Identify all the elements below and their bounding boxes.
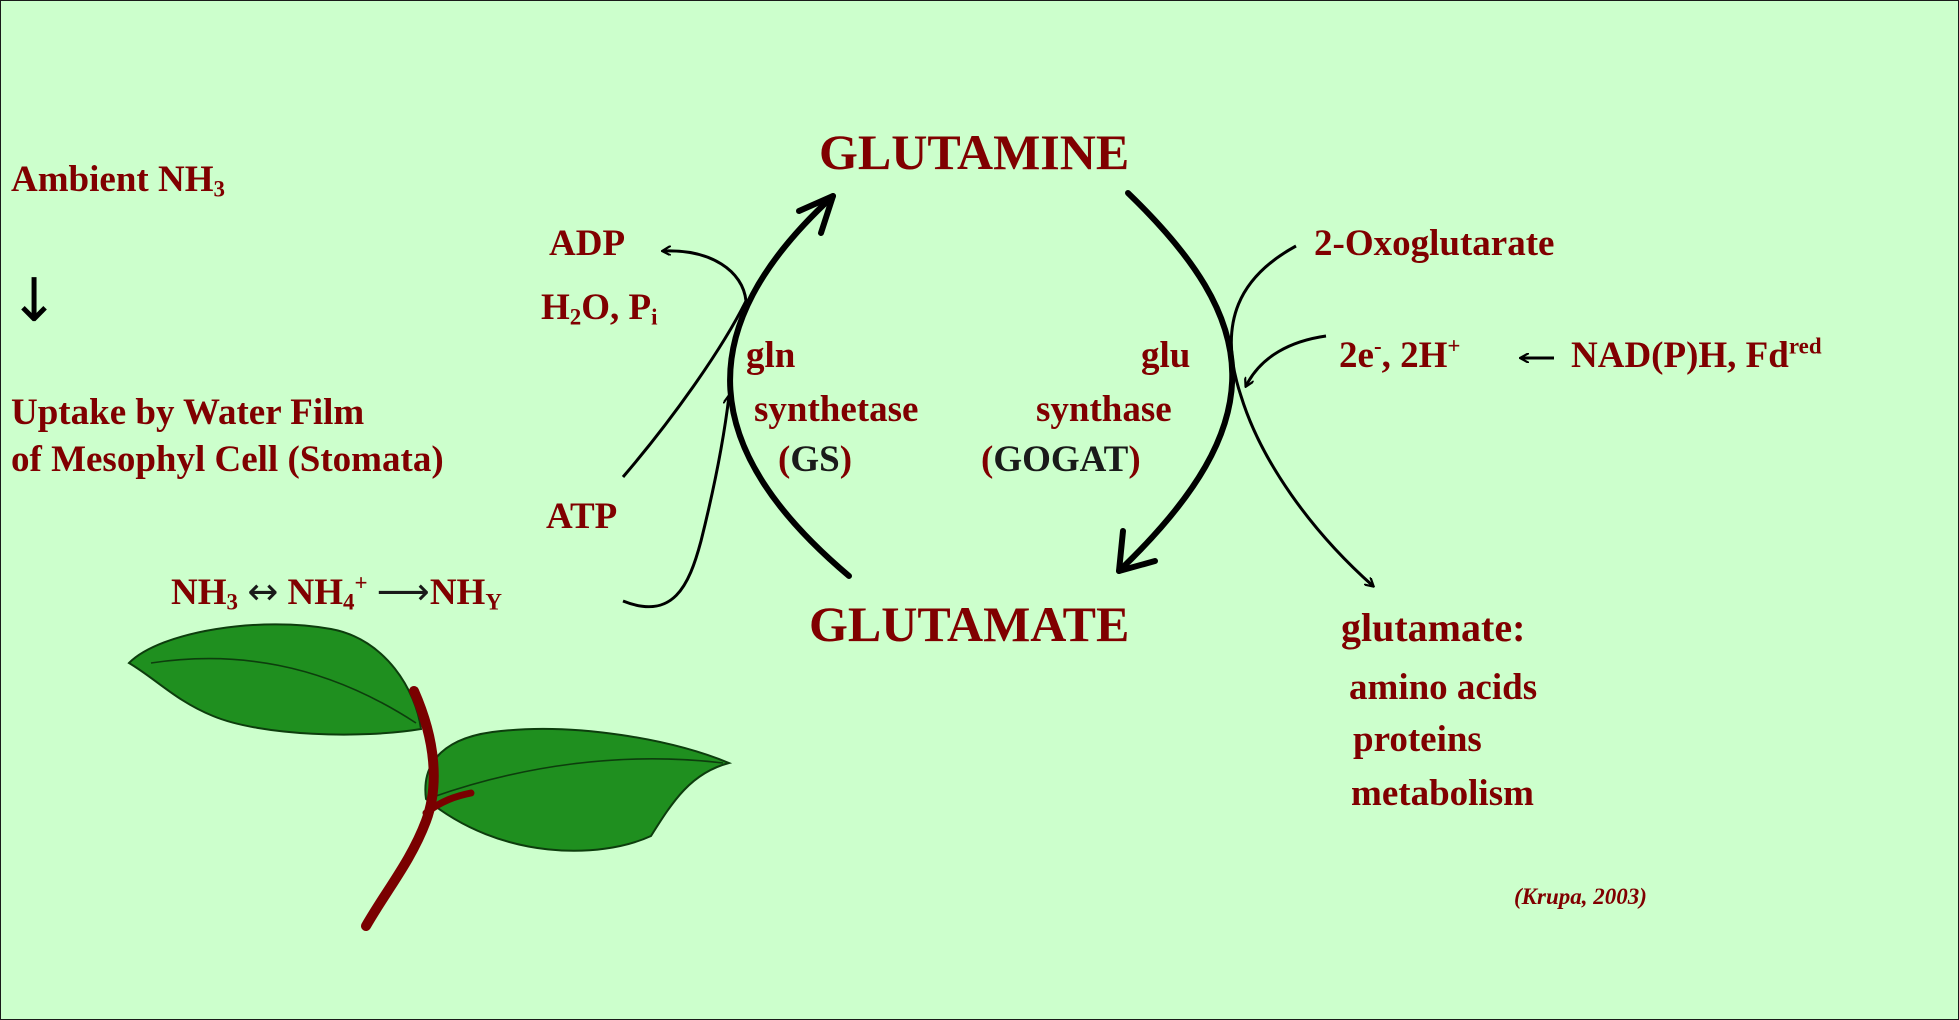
- oxoglutarate-to-glutamate-arrow: [1229, 244, 1373, 586]
- plant-illustration: [127, 623, 733, 931]
- gogat-enzyme-abbr: (GOGAT): [981, 439, 1141, 480]
- electron-input-arrow: [1246, 334, 1327, 386]
- plant-stem-branch: [422, 789, 475, 817]
- leaf-left-vein: [150, 657, 417, 724]
- uptake-label-line2: of Mesophyl Cell (Stomata): [11, 439, 444, 480]
- electrons-protons-label: 2e-, 2H+: [1339, 333, 1461, 376]
- glutamate-label: GLUTAMATE: [809, 596, 1130, 652]
- product-item: amino acids: [1349, 667, 1538, 708]
- reductant-label: NAD(P)H, Fdred: [1571, 333, 1822, 376]
- gogat-enzyme-line2: synthase: [1036, 389, 1172, 430]
- uptake-label-line1: Uptake by Water Film: [11, 392, 365, 433]
- gs-enzyme-line1: gln: [746, 335, 796, 376]
- gs-enzyme-abbr: (GS): [778, 439, 853, 480]
- h2o-pi-label: H2O, Pi: [541, 287, 658, 330]
- glutamine-label: GLUTAMINE: [819, 124, 1130, 180]
- gs-cycle-arc: [727, 193, 852, 579]
- ambient-nh3-label: Ambient NH3: [11, 159, 225, 202]
- atp-label: ATP: [546, 496, 618, 537]
- products-heading: glutamate:: [1341, 605, 1526, 650]
- atp-to-adp-arrow: [621, 251, 748, 478]
- leaf-left: [127, 623, 423, 736]
- adp-label: ADP: [549, 223, 626, 264]
- product-item: proteins: [1353, 719, 1482, 760]
- gs-enzyme-line2: synthetase: [754, 389, 919, 430]
- down-arrow-icon: ↓: [9, 266, 60, 336]
- nh-to-glutamine-arrow: [622, 396, 729, 609]
- ammonia-equilibrium: NH3 ↔ NH4+ ⟶NHY: [171, 570, 502, 615]
- citation: (Krupa, 2003): [1514, 884, 1647, 909]
- product-item: metabolism: [1351, 773, 1534, 814]
- gs-cycle-arrowhead: [796, 193, 836, 236]
- gogat-cycle-arrowhead: [1116, 528, 1158, 574]
- plant-stem: [361, 686, 439, 931]
- gogat-cycle-arc: [1116, 190, 1236, 574]
- oxoglutarate-label: 2-Oxoglutarate: [1314, 223, 1555, 264]
- leaf-right-vein: [432, 758, 724, 798]
- gogat-enzyme-line1: glu: [1141, 335, 1191, 376]
